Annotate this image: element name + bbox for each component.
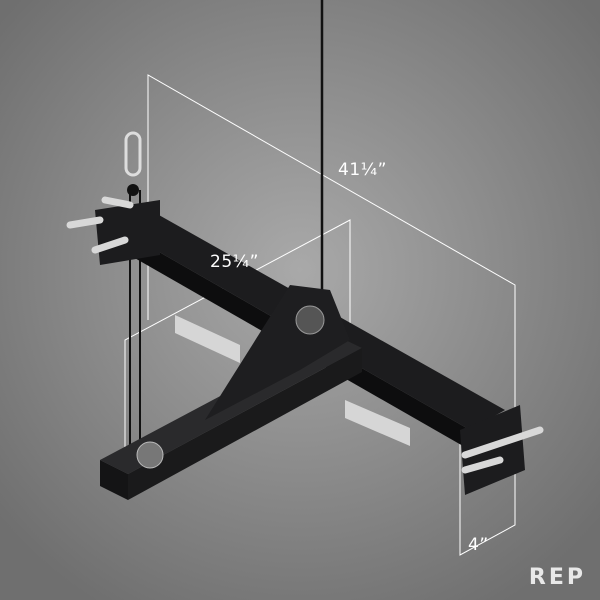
length-dimension-label: 41¼” [338, 160, 387, 180]
mount-plate-left [95, 200, 160, 265]
pins [66, 196, 544, 474]
carabiner-icon [124, 131, 142, 196]
pulley-center [295, 305, 325, 335]
mount-plate-right [460, 405, 525, 495]
rep-badge-right [345, 400, 410, 446]
rep-badge-left [175, 315, 240, 363]
width-dimension-label: 25¼” [210, 252, 259, 272]
pulley-left [136, 441, 164, 469]
depth-dimension-label: 4” [468, 535, 489, 555]
rep-logo: REP [528, 565, 586, 590]
